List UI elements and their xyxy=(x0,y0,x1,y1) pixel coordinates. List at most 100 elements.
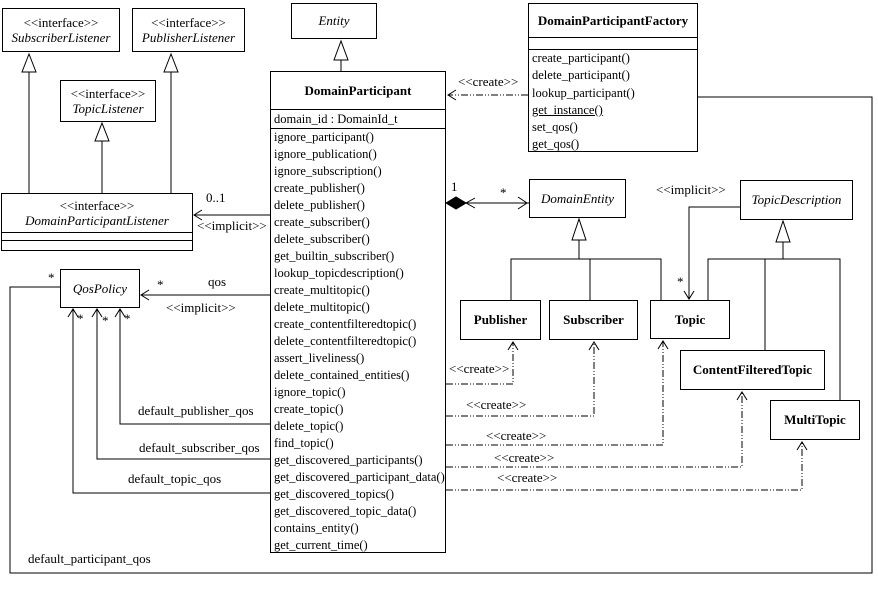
class-name: Entity xyxy=(318,13,350,28)
class-name: DomainParticipantFactory xyxy=(537,12,689,28)
class-name: TopicDescription xyxy=(751,192,842,207)
implicit-line-topic xyxy=(688,206,740,299)
method-row: create_contentfilteredtopic() xyxy=(274,317,417,331)
arrowhead-create-publisher xyxy=(507,341,519,351)
methods-compartment: ignore_participant() ignore_publication()… xyxy=(271,128,445,553)
create-line-subscriber xyxy=(446,342,595,417)
create-label-publisher: <<create>> xyxy=(449,361,510,376)
class-multi-topic: MultiTopic xyxy=(770,400,860,440)
class-name: QosPolicy xyxy=(72,280,128,296)
method-row: delete_participant() xyxy=(532,68,630,83)
method-row: assert_liveliness() xyxy=(274,351,365,365)
default-publisher-qos-line xyxy=(119,309,270,425)
class-topic-listener: <<interface>> TopicListener xyxy=(60,80,156,122)
multiplicity-star-subscriber-qos: * xyxy=(102,313,109,328)
class-domain-participant-factory: DomainParticipantFactory create_particip… xyxy=(528,3,698,152)
method-row: get_discovered_participants() xyxy=(274,453,423,467)
stereotype-label: <<interface>> xyxy=(70,85,146,101)
arrowhead-create-contentfilteredtopic xyxy=(736,391,748,401)
class-name: Subscriber xyxy=(563,312,624,327)
class-name: SubscriberListener xyxy=(11,29,111,45)
method-row: set_qos() xyxy=(532,120,578,135)
arrowhead-default-publisher xyxy=(114,308,126,318)
arrowhead-left xyxy=(464,197,476,209)
method-row: find_topic() xyxy=(274,436,334,450)
class-domain-entity: DomainEntity xyxy=(529,179,626,218)
method-row: delete_publisher() xyxy=(274,198,365,212)
class-topic: Topic xyxy=(650,300,730,339)
methods-compartment xyxy=(2,240,192,250)
arrowhead-qos xyxy=(140,289,150,301)
attributes-compartment xyxy=(529,37,697,49)
class-name: DomainParticipant xyxy=(304,82,412,98)
default-subscriber-qos-line xyxy=(96,309,270,460)
arrowhead-listener xyxy=(193,209,203,221)
role-label-default-subscriber-qos: default_subscriber_qos xyxy=(139,440,260,455)
arrowhead-create-topic xyxy=(657,340,669,350)
default-participant-qos-line xyxy=(9,96,873,574)
method-row: create_participant() xyxy=(532,51,630,65)
implicit-label-listener: <<implicit>> xyxy=(197,218,267,233)
gen-triangle-topicdescription xyxy=(775,219,791,243)
gen-triangle-entity xyxy=(333,39,349,61)
create-label-multitopic: <<create>> xyxy=(497,470,558,485)
create-label-participant: <<create>> xyxy=(458,74,519,89)
multiplicity-star-topic-qos: * xyxy=(77,311,84,326)
class-qos-policy: QosPolicy xyxy=(60,269,140,308)
multiplicity-one: 1 xyxy=(451,179,458,194)
role-label-default-publisher-qos: default_publisher_qos xyxy=(138,403,254,418)
method-row: create_topic() xyxy=(274,402,344,416)
method-row: delete_contained_entities() xyxy=(274,368,410,382)
attribute-row: domain_id : DomainId_t xyxy=(274,112,398,126)
class-name: PublisherListener xyxy=(141,29,236,45)
method-row: get_builtin_subscriber() xyxy=(274,249,395,263)
stereotype-label: <<interface>> xyxy=(23,14,99,30)
class-domain-participant-listener: <<interface>> DomainParticipantListener xyxy=(1,193,193,251)
arrowhead-default-topic xyxy=(67,308,79,318)
methods-compartment: create_participant() delete_participant()… xyxy=(529,49,697,152)
method-row: get_discovered_participant_data() xyxy=(274,470,445,484)
method-row: get_current_time() xyxy=(274,538,368,552)
create-line-multitopic xyxy=(446,442,803,491)
class-entity: Entity xyxy=(291,3,377,39)
method-row: create_multitopic() xyxy=(274,283,370,297)
gen-branch-topicdescription xyxy=(707,258,841,400)
create-line-topic xyxy=(446,341,664,446)
gen-triangle-topiclistener xyxy=(94,121,110,142)
method-row: contains_entity() xyxy=(274,521,359,535)
class-name: ContentFilteredTopic xyxy=(692,362,813,377)
method-row: create_publisher() xyxy=(274,181,365,195)
method-row: delete_contentfilteredtopic() xyxy=(274,334,417,348)
method-row: get_discovered_topics() xyxy=(274,487,395,501)
implicit-label-topic: <<implicit>> xyxy=(656,182,726,197)
arrowhead-create-multitopic xyxy=(796,441,808,451)
method-row: ignore_participant() xyxy=(274,130,374,144)
class-name: DomainParticipantListener xyxy=(25,212,169,228)
method-row: get_instance() xyxy=(532,102,603,117)
multiplicity-zero-one: 0..1 xyxy=(206,190,226,205)
method-row: delete_subscriber() xyxy=(274,232,370,246)
class-name: MultiTopic xyxy=(784,412,846,427)
class-name: Publisher xyxy=(473,312,528,327)
gen-triangle-domainentity xyxy=(571,217,587,241)
create-line-contentfilteredtopic xyxy=(446,392,743,468)
class-topic-description: TopicDescription xyxy=(740,180,853,220)
method-row: ignore_publication() xyxy=(274,147,377,161)
method-row: get_discovered_topic_data() xyxy=(274,504,417,518)
implicit-label-qos: <<implicit>> xyxy=(166,300,236,315)
method-row: get_qos() xyxy=(532,137,580,152)
method-row: delete_topic() xyxy=(274,419,344,433)
create-label-contentfilteredtopic: <<create>> xyxy=(494,450,555,465)
arrowhead-create-participant xyxy=(447,89,457,101)
multiplicity-star-topic: * xyxy=(677,274,684,289)
role-label-qos: qos xyxy=(208,274,227,289)
multiplicity-star-participant-qos: * xyxy=(48,270,55,285)
default-topic-qos-line xyxy=(72,309,270,494)
attributes-compartment xyxy=(2,232,192,240)
class-name: Topic xyxy=(674,311,706,327)
multiplicity-star-domainentity: * xyxy=(500,185,507,200)
arrowhead-right xyxy=(517,196,528,210)
class-subscriber-listener: <<interface>> SubscriberListener xyxy=(2,8,120,52)
composition-diamond xyxy=(445,196,467,210)
